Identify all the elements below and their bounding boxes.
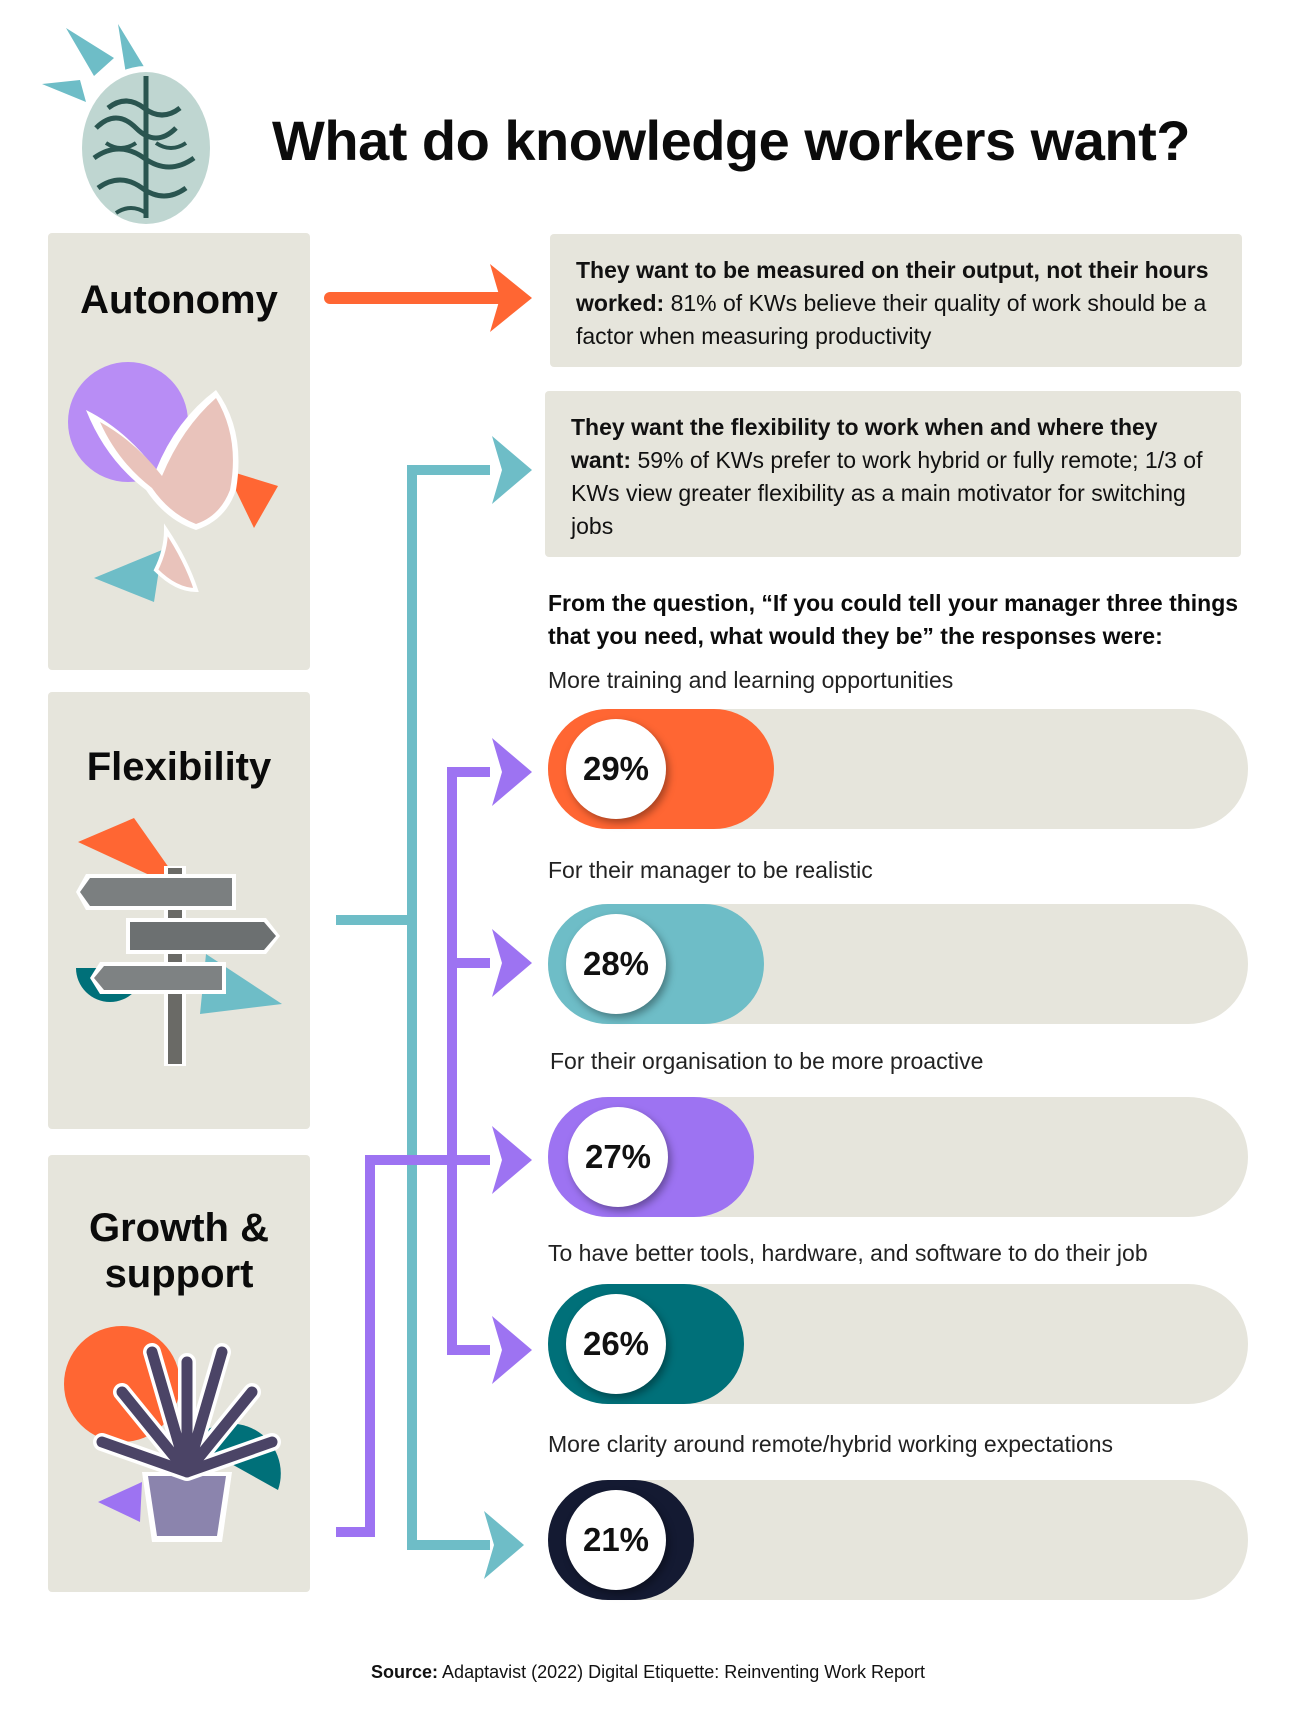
brain-icon [42,24,216,230]
response-value: 26% [566,1294,666,1394]
category-title-flexibility: Flexibility [86,745,272,789]
response-bar: 21% [548,1480,1248,1600]
category-title-autonomy: Autonomy [80,278,278,322]
response-label: More training and learning opportunities [548,667,954,693]
info-box-autonomy: They want to be measured on their output… [550,234,1242,367]
info-box-autonomy-text: 81% of KWs believe their quality of work… [576,290,1207,349]
response-value: 27% [568,1107,668,1207]
info-box-flexibility-bold: They want the flexibility to work when a… [571,414,1158,473]
plant-icon [64,1326,281,1542]
response-bar: 27% [548,1097,1248,1217]
response-bar: 26% [548,1284,1248,1404]
response-bar: 28% [548,904,1248,1024]
source-note: Source: Adaptavist (2022) Digital Etique… [0,1662,1296,1683]
info-box-flexibility-text: 59% of KWs prefer to work hybrid or full… [571,447,1203,539]
info-box-autonomy-bold: They want to be measured on their output… [576,257,1209,316]
response-bar: 29% [548,709,1248,829]
source-label: Source: [371,1662,439,1682]
response-label: To have better tools, hardware, and soft… [548,1240,1148,1266]
response-label: More clarity around remote/hybrid workin… [548,1431,1114,1457]
signpost-icon [76,818,282,1066]
info-box-flexibility: They want the flexibility to work when a… [545,391,1241,557]
category-title-growth-line1: Growth & [89,1206,269,1250]
category-title-growth-line2: support [104,1252,254,1296]
connector-arrows [324,264,532,1579]
source-text: Adaptavist (2022) Digital Etiquette: Rei… [438,1662,925,1682]
response-value: 28% [566,914,666,1014]
dove-icon [68,362,278,602]
page-title: What do knowledge workers want? [272,109,1190,172]
response-label: For their organisation to be more proact… [550,1048,984,1074]
survey-question: From the question, “If you could tell yo… [548,590,1239,649]
response-label: For their manager to be realistic [548,857,873,883]
category-panel-flexibility: Flexibility [48,692,310,1129]
response-value: 29% [566,719,666,819]
response-value: 21% [566,1490,666,1590]
